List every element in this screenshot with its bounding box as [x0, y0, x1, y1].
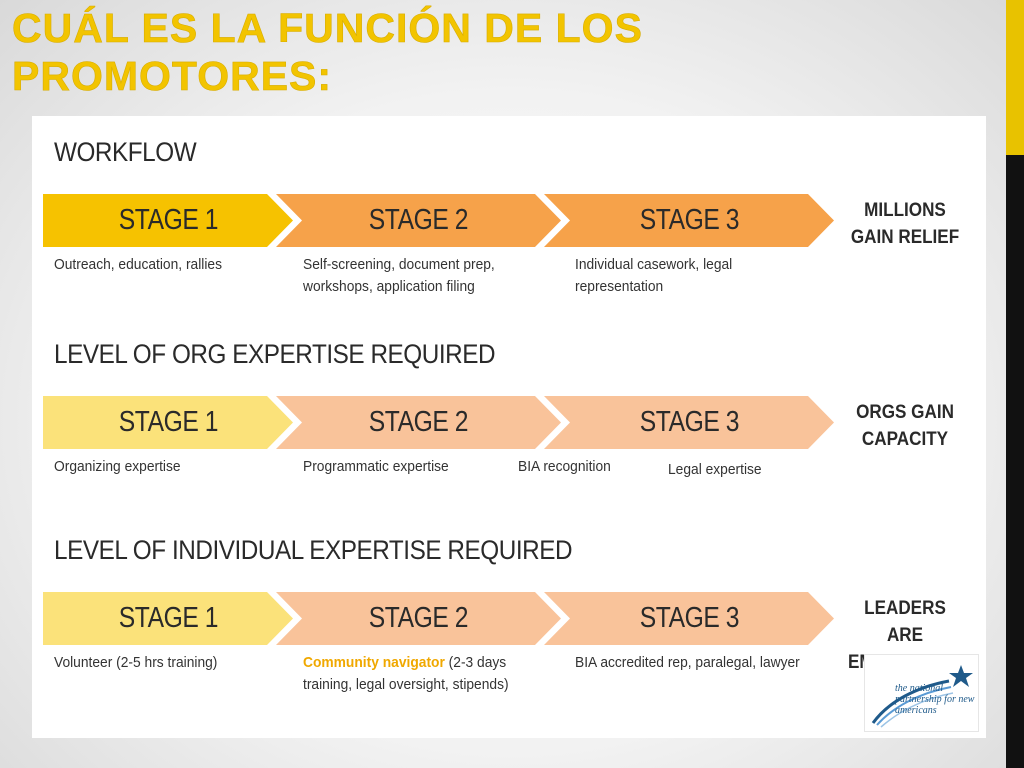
stage-label: STAGE 3	[639, 602, 739, 634]
stage-1-description: Volunteer (2-5 hrs training)	[54, 654, 218, 671]
stage-label: STAGE 2	[368, 602, 469, 634]
stage-1-description: Organizing expertise	[54, 458, 181, 475]
outcome-label: ORGS GAIN CAPACITY	[856, 402, 954, 450]
section-workflow: WORKFLOW STAGE 1 STAGE 2 STAGE 3 MILLION…	[32, 136, 986, 306]
logo-text: the national partnership for new america…	[895, 683, 975, 716]
stage-label: STAGE 1	[118, 602, 218, 634]
section-heading: WORKFLOW	[54, 137, 197, 167]
section-heading: LEVEL OF ORG EXPERTISE REQUIRED	[54, 339, 496, 369]
stage-3-arrow: STAGE 3	[544, 194, 834, 247]
section-org-expertise: LEVEL OF ORG EXPERTISE REQUIRED STAGE 1 …	[32, 338, 986, 488]
section-individual-expertise: LEVEL OF INDIVIDUAL EXPERTISE REQUIRED S…	[32, 534, 986, 704]
stage-label: STAGE 3	[639, 204, 739, 236]
stage-3-description: BIA accredited rep, paralegal, lawyer	[575, 654, 800, 671]
bia-recognition-description: BIA recognition	[518, 458, 611, 475]
accent-bar-yellow	[1006, 0, 1024, 155]
stage-label: STAGE 1	[118, 406, 218, 438]
outcome-label: MILLIONS GAIN RELIEF	[850, 200, 960, 248]
star-swoosh-logo-icon	[871, 665, 973, 728]
stage-3-arrow: STAGE 3	[544, 396, 834, 449]
stage-3-description: Legal expertise	[668, 461, 762, 478]
stage-3-arrow: STAGE 3	[544, 592, 834, 645]
stage-label: STAGE 2	[368, 406, 469, 438]
stage-2-description: Self-screening, document prep, workshops…	[303, 256, 495, 295]
stage-2-description: Programmatic expertise	[303, 458, 449, 475]
slide-title: CUÁL ES LA FUNCIÓN DE LOS PROMOTORES:	[12, 5, 643, 100]
stage-2-arrow: STAGE 2	[276, 194, 561, 247]
stage-2-arrow: STAGE 2	[276, 592, 561, 645]
workflow-diagram: WORKFLOW STAGE 1 STAGE 2 STAGE 3 MILLION…	[32, 116, 986, 738]
stage-label: STAGE 3	[639, 406, 739, 438]
stage-1-description: Outreach, education, rallies	[54, 256, 223, 273]
stage-1-arrow: STAGE 1	[43, 592, 293, 645]
accent-bar-black	[1006, 155, 1024, 768]
stage-2-description-rest: (2-3 days training, legal oversight, sti…	[303, 654, 509, 693]
community-navigator-highlight: Community navigator	[303, 654, 445, 671]
stage-1-arrow: STAGE 1	[43, 194, 293, 247]
stage-1-arrow: STAGE 1	[43, 396, 293, 449]
stage-label: STAGE 2	[368, 204, 469, 236]
stage-2-arrow: STAGE 2	[276, 396, 561, 449]
stage-3-description: Individual casework, legal representatio…	[575, 256, 733, 295]
stage-label: STAGE 1	[118, 204, 218, 236]
stage-2-description: Community navigator (2-3 days training, …	[303, 652, 542, 696]
npna-logo: the national partnership for new america…	[864, 654, 979, 732]
section-heading: LEVEL OF INDIVIDUAL EXPERTISE REQUIRED	[54, 535, 573, 565]
